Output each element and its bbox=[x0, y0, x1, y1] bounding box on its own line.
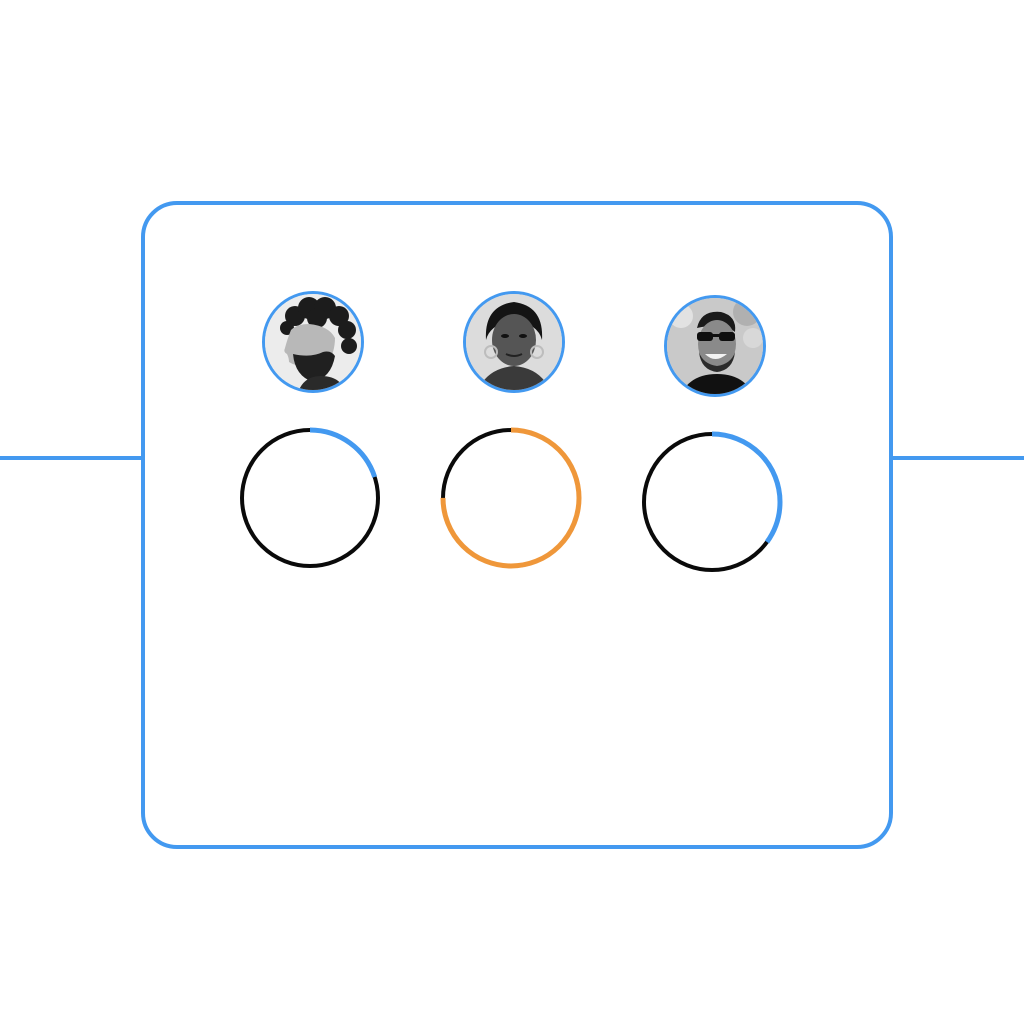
progress-ring-arc bbox=[239, 427, 381, 569]
progress-ring bbox=[440, 427, 582, 569]
team-member-3[interactable] bbox=[639, 295, 789, 585]
avatar[interactable] bbox=[262, 291, 364, 393]
right-connector-line bbox=[888, 456, 1024, 460]
team-member-2[interactable] bbox=[438, 291, 588, 581]
person-sunglasses-smiling-avatar bbox=[667, 298, 763, 394]
left-connector-line bbox=[0, 456, 144, 460]
person-woman-hoop-earrings-avatar bbox=[466, 294, 562, 390]
progress-ring bbox=[239, 427, 381, 569]
person-curly-hair-beard-avatar bbox=[265, 294, 361, 390]
team-progress-card bbox=[141, 201, 893, 849]
progress-ring-arc bbox=[440, 427, 582, 569]
team-member-1[interactable] bbox=[237, 291, 387, 581]
progress-ring-arc bbox=[641, 431, 783, 573]
avatar[interactable] bbox=[463, 291, 565, 393]
avatar[interactable] bbox=[664, 295, 766, 397]
progress-ring bbox=[641, 431, 783, 573]
